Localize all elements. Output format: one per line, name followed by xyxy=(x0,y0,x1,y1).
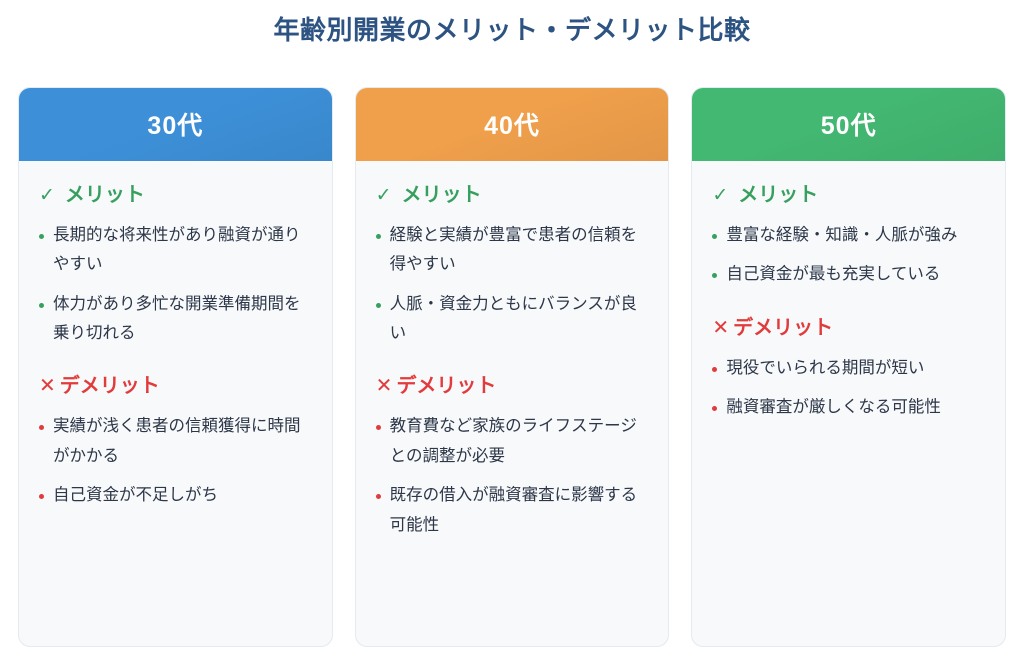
list-item: 実績が浅く患者の信頼獲得に時間がかかる xyxy=(39,412,312,471)
list-item: 体力があり多忙な開業準備期間を乗り切れる xyxy=(39,290,312,349)
merit-list-30s: 長期的な将来性があり融資が通りやすい 体力があり多忙な開業準備期間を乗り切れる xyxy=(39,221,312,348)
demerit-heading-30s: ✕ デメリット xyxy=(39,374,312,398)
demerit-section-50s: ✕ デメリット 現役でいられる期間が短い 融資審査が厳しくなる可能性 xyxy=(712,316,985,423)
merit-list-40s: 経験と実績が豊富で患者の信頼を得やすい 人脈・資金力ともにバランスが良い xyxy=(375,221,649,349)
merit-heading-40s: ✓ メリット xyxy=(376,183,649,207)
demerit-list-50s: 現役でいられる期間が短い 融資審査が厳しくなる可能性 xyxy=(712,354,985,423)
age-card-30s: 30代 ✓ メリット 長期的な将来性があり融資が通りやすい 体力があり多忙な開業… xyxy=(18,87,333,647)
demerit-label: デメリット xyxy=(733,316,834,339)
merit-label: メリット xyxy=(64,184,145,206)
list-item: 自己資金が最も充実している xyxy=(712,260,985,289)
list-item: 長期的な将来性があり融資が通りやすい xyxy=(39,221,312,280)
merit-label: メリット xyxy=(738,184,819,206)
cross-icon: ✕ xyxy=(375,375,393,398)
merit-section-50s: ✓ メリット 豊富な経験・知識・人脈が強み 自己資金が最も充実している xyxy=(712,183,985,290)
list-item: 豊富な経験・知識・人脈が強み xyxy=(712,221,985,250)
demerit-heading-40s: ✕ デメリット xyxy=(376,374,649,398)
demerit-section-40s: ✕ デメリット 教育費など家族のライフステージとの調整が必要 既存の借入が融資審… xyxy=(375,374,649,540)
merit-section-40s: ✓ メリット 経験と実績が豊富で患者の信頼を得やすい 人脈・資金力ともにバランス… xyxy=(375,183,649,349)
demerit-label: デメリット xyxy=(59,375,160,398)
cross-icon: ✕ xyxy=(39,375,56,398)
demerit-heading-50s: ✕ デメリット xyxy=(712,316,985,340)
list-item: 現役でいられる期間が短い xyxy=(712,354,985,383)
age-card-header-50s: 50代 xyxy=(692,88,1006,161)
check-icon: ✓ xyxy=(39,184,55,206)
merit-heading-30s: ✓ メリット xyxy=(39,183,312,207)
age-card-50s: 50代 ✓ メリット 豊富な経験・知識・人脈が強み 自己資金が最も充実している … xyxy=(691,87,1007,647)
list-item: 人脈・資金力ともにバランスが良い xyxy=(375,290,649,349)
list-item: 既存の借入が融資審査に影響する可能性 xyxy=(375,481,649,540)
age-card-40s: 40代 ✓ メリット 経験と実績が豊富で患者の信頼を得やすい 人脈・資金力ともに… xyxy=(354,87,670,647)
comparison-cards: 30代 ✓ メリット 長期的な将来性があり融資が通りやすい 体力があり多忙な開業… xyxy=(0,87,1024,647)
age-card-header-30s: 30代 xyxy=(18,88,332,161)
merit-list-50s: 豊富な経験・知識・人脈が強み 自己資金が最も充実している xyxy=(712,221,985,290)
page-title: 年齢別開業のメリット・デメリット比較 xyxy=(273,15,751,45)
demerit-label: デメリット xyxy=(396,375,497,398)
demerit-section-30s: ✕ デメリット 実績が浅く患者の信頼獲得に時間がかかる 自己資金が不足しがち xyxy=(39,374,312,510)
list-item: 経験と実績が豊富で患者の信頼を得やすい xyxy=(375,221,649,280)
age-card-header-40s: 40代 xyxy=(355,88,669,161)
check-icon: ✓ xyxy=(712,184,729,206)
list-item: 融資審査が厳しくなる可能性 xyxy=(712,393,985,422)
merit-label: メリット xyxy=(401,184,482,206)
check-icon: ✓ xyxy=(375,184,392,206)
age-card-body-30s: ✓ メリット 長期的な将来性があり融資が通りやすい 体力があり多忙な開業準備期間… xyxy=(19,161,332,646)
merit-heading-50s: ✓ メリット xyxy=(712,183,985,207)
age-card-body-50s: ✓ メリット 豊富な経験・知識・人脈が強み 自己資金が最も充実している ✕ デメ… xyxy=(692,161,1005,646)
cross-icon: ✕ xyxy=(712,316,730,339)
merit-section-30s: ✓ メリット 長期的な将来性があり融資が通りやすい 体力があり多忙な開業準備期間… xyxy=(39,183,312,348)
age-card-body-40s: ✓ メリット 経験と実績が豊富で患者の信頼を得やすい 人脈・資金力ともにバランス… xyxy=(356,161,669,646)
demerit-list-40s: 教育費など家族のライフステージとの調整が必要 既存の借入が融資審査に影響する可能… xyxy=(375,412,649,540)
list-item: 教育費など家族のライフステージとの調整が必要 xyxy=(375,412,649,471)
list-item: 自己資金が不足しがち xyxy=(39,481,312,510)
demerit-list-30s: 実績が浅く患者の信頼獲得に時間がかかる 自己資金が不足しがち xyxy=(39,412,312,510)
